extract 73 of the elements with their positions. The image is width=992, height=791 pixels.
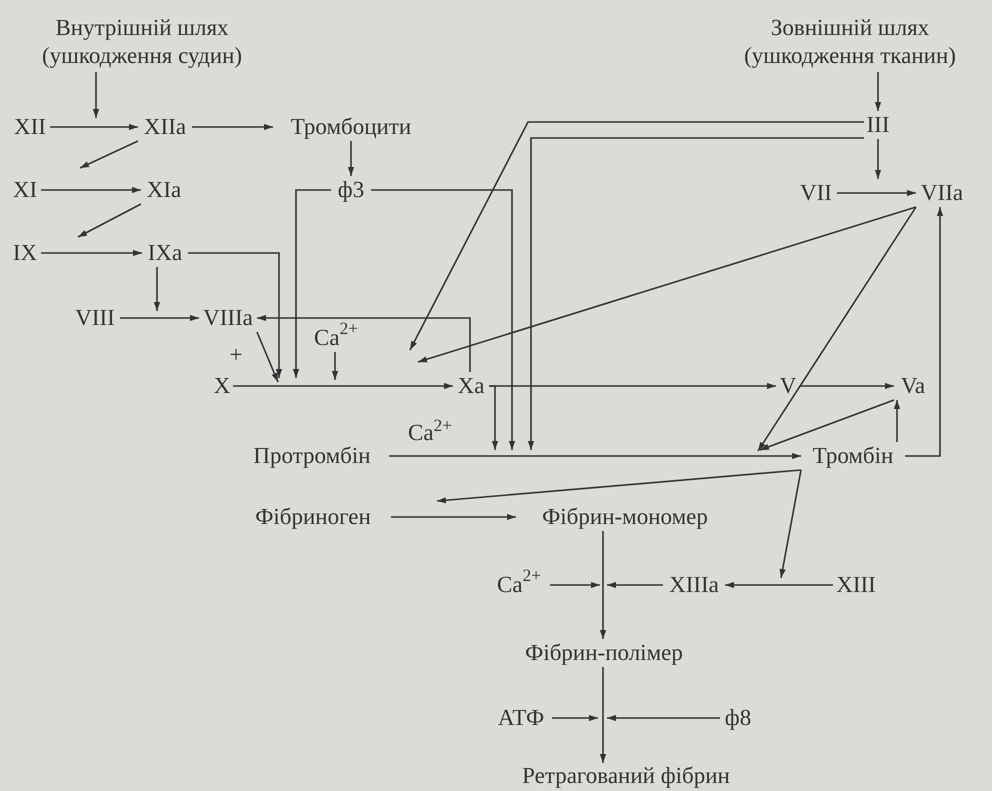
arrow	[489, 385, 498, 450]
arrow	[92, 72, 100, 118]
arrow	[233, 382, 453, 390]
arrow	[188, 252, 282, 378]
ion-label: Ca$^{2+}$	[408, 420, 452, 446]
pathway-heading: Внутрішній шлях (ушкодження судин)	[10, 12, 274, 72]
arrow	[78, 203, 142, 238]
factor-label: АТФ	[490, 704, 552, 732]
arrow	[725, 582, 833, 588]
arrow	[528, 137, 864, 450]
arrow	[389, 452, 801, 460]
arrow	[371, 189, 516, 450]
factor-label: VIIa	[916, 179, 968, 207]
factor-label: Va	[894, 372, 932, 400]
factor-label: XIIa	[138, 113, 192, 141]
factor-label: XI	[9, 176, 41, 204]
arrow	[409, 121, 864, 350]
factor-label: ф3	[331, 176, 371, 204]
factor-label: XIa	[141, 176, 187, 204]
arrow	[154, 267, 160, 311]
arrow	[391, 514, 516, 520]
arrow	[256, 332, 279, 382]
arrow	[874, 139, 882, 179]
arrow	[800, 382, 894, 390]
arrow	[41, 250, 142, 256]
factor-label: Тромбін	[801, 442, 905, 470]
factor-label: Ca$^{2+}$	[309, 324, 363, 352]
factor-label: XIIIa	[663, 571, 725, 599]
arrow	[80, 140, 138, 169]
factor-label: Xa	[453, 372, 489, 400]
plus-sign: +	[230, 342, 242, 368]
arrow	[550, 582, 600, 588]
factor-label: VII	[795, 179, 837, 207]
arrow	[837, 190, 916, 196]
arrow	[874, 72, 882, 111]
factor-label: VIIIa	[199, 304, 257, 332]
arrow	[50, 124, 138, 130]
factor-label: Фібриноген	[235, 503, 391, 531]
factor-label: XII	[10, 113, 50, 141]
factor-label: XIII	[833, 571, 879, 599]
factor-label: Фібрин-мономер	[516, 503, 734, 531]
factor-label: ф8	[720, 704, 756, 732]
arrow	[348, 141, 354, 176]
arrow	[418, 206, 916, 363]
arrow	[192, 124, 273, 130]
arrow	[905, 207, 944, 457]
factor-label: V	[776, 372, 800, 400]
arrow	[607, 714, 720, 722]
factor-label: Тромбоцити	[273, 113, 429, 141]
arrow	[41, 186, 141, 194]
arrow	[552, 714, 598, 722]
arrow	[760, 399, 894, 451]
arrow	[257, 314, 471, 372]
arrow	[780, 470, 802, 578]
arrow	[120, 314, 199, 322]
arrow	[607, 582, 663, 588]
factor-label: VIII	[70, 304, 120, 332]
arrow	[332, 352, 338, 380]
arrow	[894, 400, 900, 442]
factor-label: IXa	[142, 239, 188, 267]
factor-label: III	[864, 111, 892, 139]
arrow	[600, 531, 606, 639]
factor-label: Ретрагований фібрин	[486, 763, 766, 789]
pathway-heading: Зовнішній шлях (ушкодження тканин)	[709, 12, 991, 72]
arrow	[436, 469, 802, 504]
arrow	[600, 667, 606, 763]
factor-label: X	[211, 372, 233, 400]
arrow	[757, 206, 917, 452]
factor-label: IX	[9, 239, 41, 267]
factor-label: Фібрин-полімер	[501, 639, 707, 667]
arrow	[292, 189, 331, 378]
factor-label: Ca$^{2+}$	[488, 571, 550, 599]
factor-label: Протромбін	[235, 442, 389, 470]
